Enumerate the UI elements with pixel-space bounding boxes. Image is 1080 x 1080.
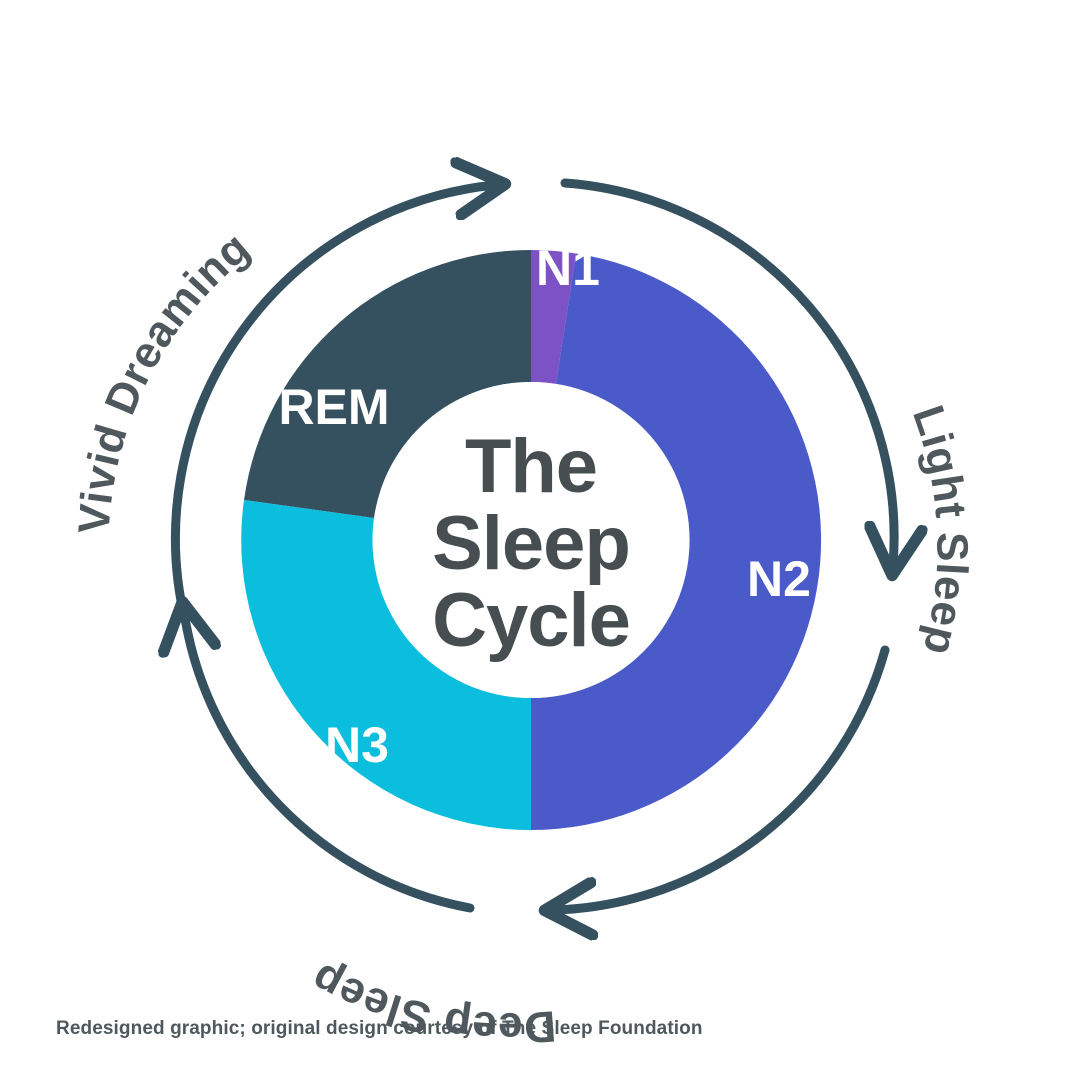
arc-label-vivid-dreaming: Vivid Dreaming <box>69 223 258 536</box>
slice-label-n3: N3 <box>325 717 389 773</box>
slice-label-n1: N1 <box>536 240 600 296</box>
arrow-arc-deep-sleep <box>184 612 475 913</box>
donut-segments <box>241 250 822 831</box>
center-title: The Sleep Cycle <box>432 424 631 663</box>
arc-label-vivid-dreaming-text: Vivid Dreaming <box>69 223 258 536</box>
donut-slice-n2[interactable] <box>531 253 822 831</box>
arc-label-light-sleep-text: Light Sleep <box>903 400 976 661</box>
figure-caption: Redesigned graphic; original design cour… <box>56 1018 703 1039</box>
center-title-line-1: The <box>465 424 597 509</box>
center-title-line-3: Cycle <box>432 578 630 663</box>
arc-label-light-sleep: Light Sleep <box>903 400 976 661</box>
arrow-arc-light-sleep <box>560 178 894 565</box>
slice-labels: N1 N2 N3 REM <box>278 240 811 773</box>
donut-slice-n3[interactable] <box>241 500 531 830</box>
slice-label-rem: REM <box>278 379 389 435</box>
donut-slice-rem[interactable] <box>244 250 531 518</box>
center-title-line-2: Sleep <box>432 501 630 586</box>
donut-slice-n1[interactable] <box>531 250 576 384</box>
arrow-arc-vivid-dreaming <box>170 185 495 625</box>
slice-label-n2: N2 <box>747 551 811 607</box>
outer-arrow-arcs <box>175 183 894 910</box>
arrow-arc-bottom <box>555 645 890 910</box>
donut-hub <box>373 382 689 698</box>
